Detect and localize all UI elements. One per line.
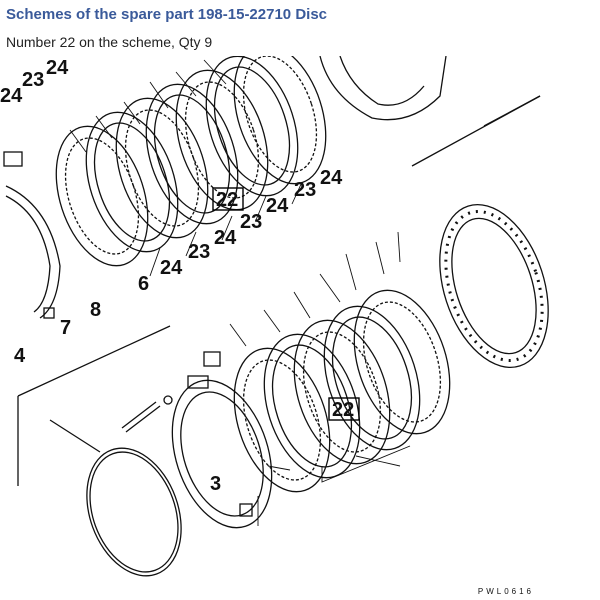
left-carrier-ring xyxy=(3,151,61,319)
callout-label-23: 23 xyxy=(22,69,44,91)
callout-label-24: 24 xyxy=(214,227,237,249)
housing-upper xyxy=(319,56,541,167)
exploded-parts-diagram: 24 23 24 22 24 23 24 23 24 23 24 6 8 7 4… xyxy=(0,56,549,577)
callout-label-24: 24 xyxy=(320,167,343,189)
snap-ring-and-pin xyxy=(17,325,182,577)
callout-label-3: 3 xyxy=(210,473,221,495)
callout-label-24: 24 xyxy=(46,57,69,79)
clip-parts xyxy=(187,351,253,517)
callout-label-4: 4 xyxy=(14,345,26,367)
callout-label-23: 23 xyxy=(294,179,316,201)
callout-label-24: 24 xyxy=(266,195,289,217)
callout-label-24: 24 xyxy=(160,257,183,279)
highlight-box-22-upper xyxy=(212,187,244,211)
lower-leader-lines xyxy=(229,231,411,526)
callout-label-24: 24 xyxy=(0,85,23,107)
part-subtitle: Number 22 on the scheme, Qty 9 xyxy=(6,34,213,50)
callout-label-7: 7 xyxy=(60,317,71,339)
lower-disc-stack xyxy=(171,203,549,529)
page-title: Schemes of the spare part 198-15-22710 D… xyxy=(6,6,327,23)
callout-label-22: 22 xyxy=(216,189,238,211)
callout-label-23: 23 xyxy=(188,241,210,263)
upper-leader-lines xyxy=(69,59,303,277)
callout-label-23: 23 xyxy=(240,211,262,233)
callout-label-6: 6 xyxy=(138,273,149,295)
drawing-reference: PWL0616 xyxy=(477,587,534,596)
callout-label-22: 22 xyxy=(332,399,354,421)
callout-label-8: 8 xyxy=(90,299,101,321)
highlight-box-22-lower xyxy=(328,397,360,421)
